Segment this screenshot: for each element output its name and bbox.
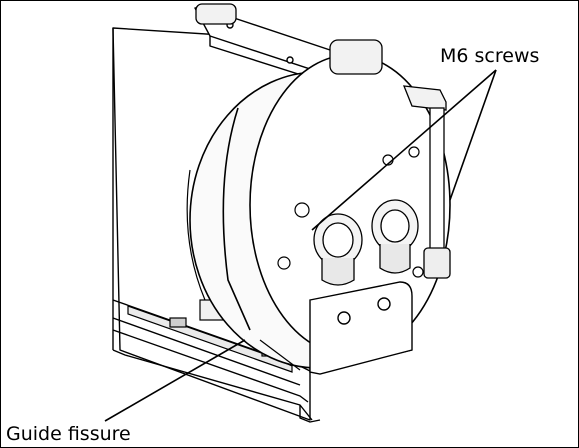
- leader-screws-1: [311, 69, 497, 231]
- top-knob: [195, 3, 237, 25]
- label-guide-fissure: Guide fissure: [6, 423, 131, 445]
- lower-bracket: [309, 281, 413, 375]
- bracket-screw: [377, 297, 391, 311]
- leader-guide: [104, 339, 246, 422]
- screw: [412, 266, 424, 278]
- pipe-vertical: [429, 107, 445, 259]
- rail-block: [169, 317, 187, 328]
- screw: [277, 256, 291, 270]
- top-fitting: [329, 39, 383, 75]
- plate-screws: [277, 146, 424, 278]
- label-m6-screws: M6 screws: [438, 45, 542, 67]
- screw: [408, 146, 420, 158]
- leader-lines: [104, 69, 497, 422]
- pipe-fitting: [423, 247, 451, 279]
- pipe-assembly: [195, 3, 451, 279]
- cable-glands: [313, 199, 419, 286]
- bracket-screw: [337, 311, 351, 325]
- bracket-hole: [286, 56, 294, 64]
- screw: [294, 202, 310, 218]
- leader-screws-2: [449, 69, 497, 201]
